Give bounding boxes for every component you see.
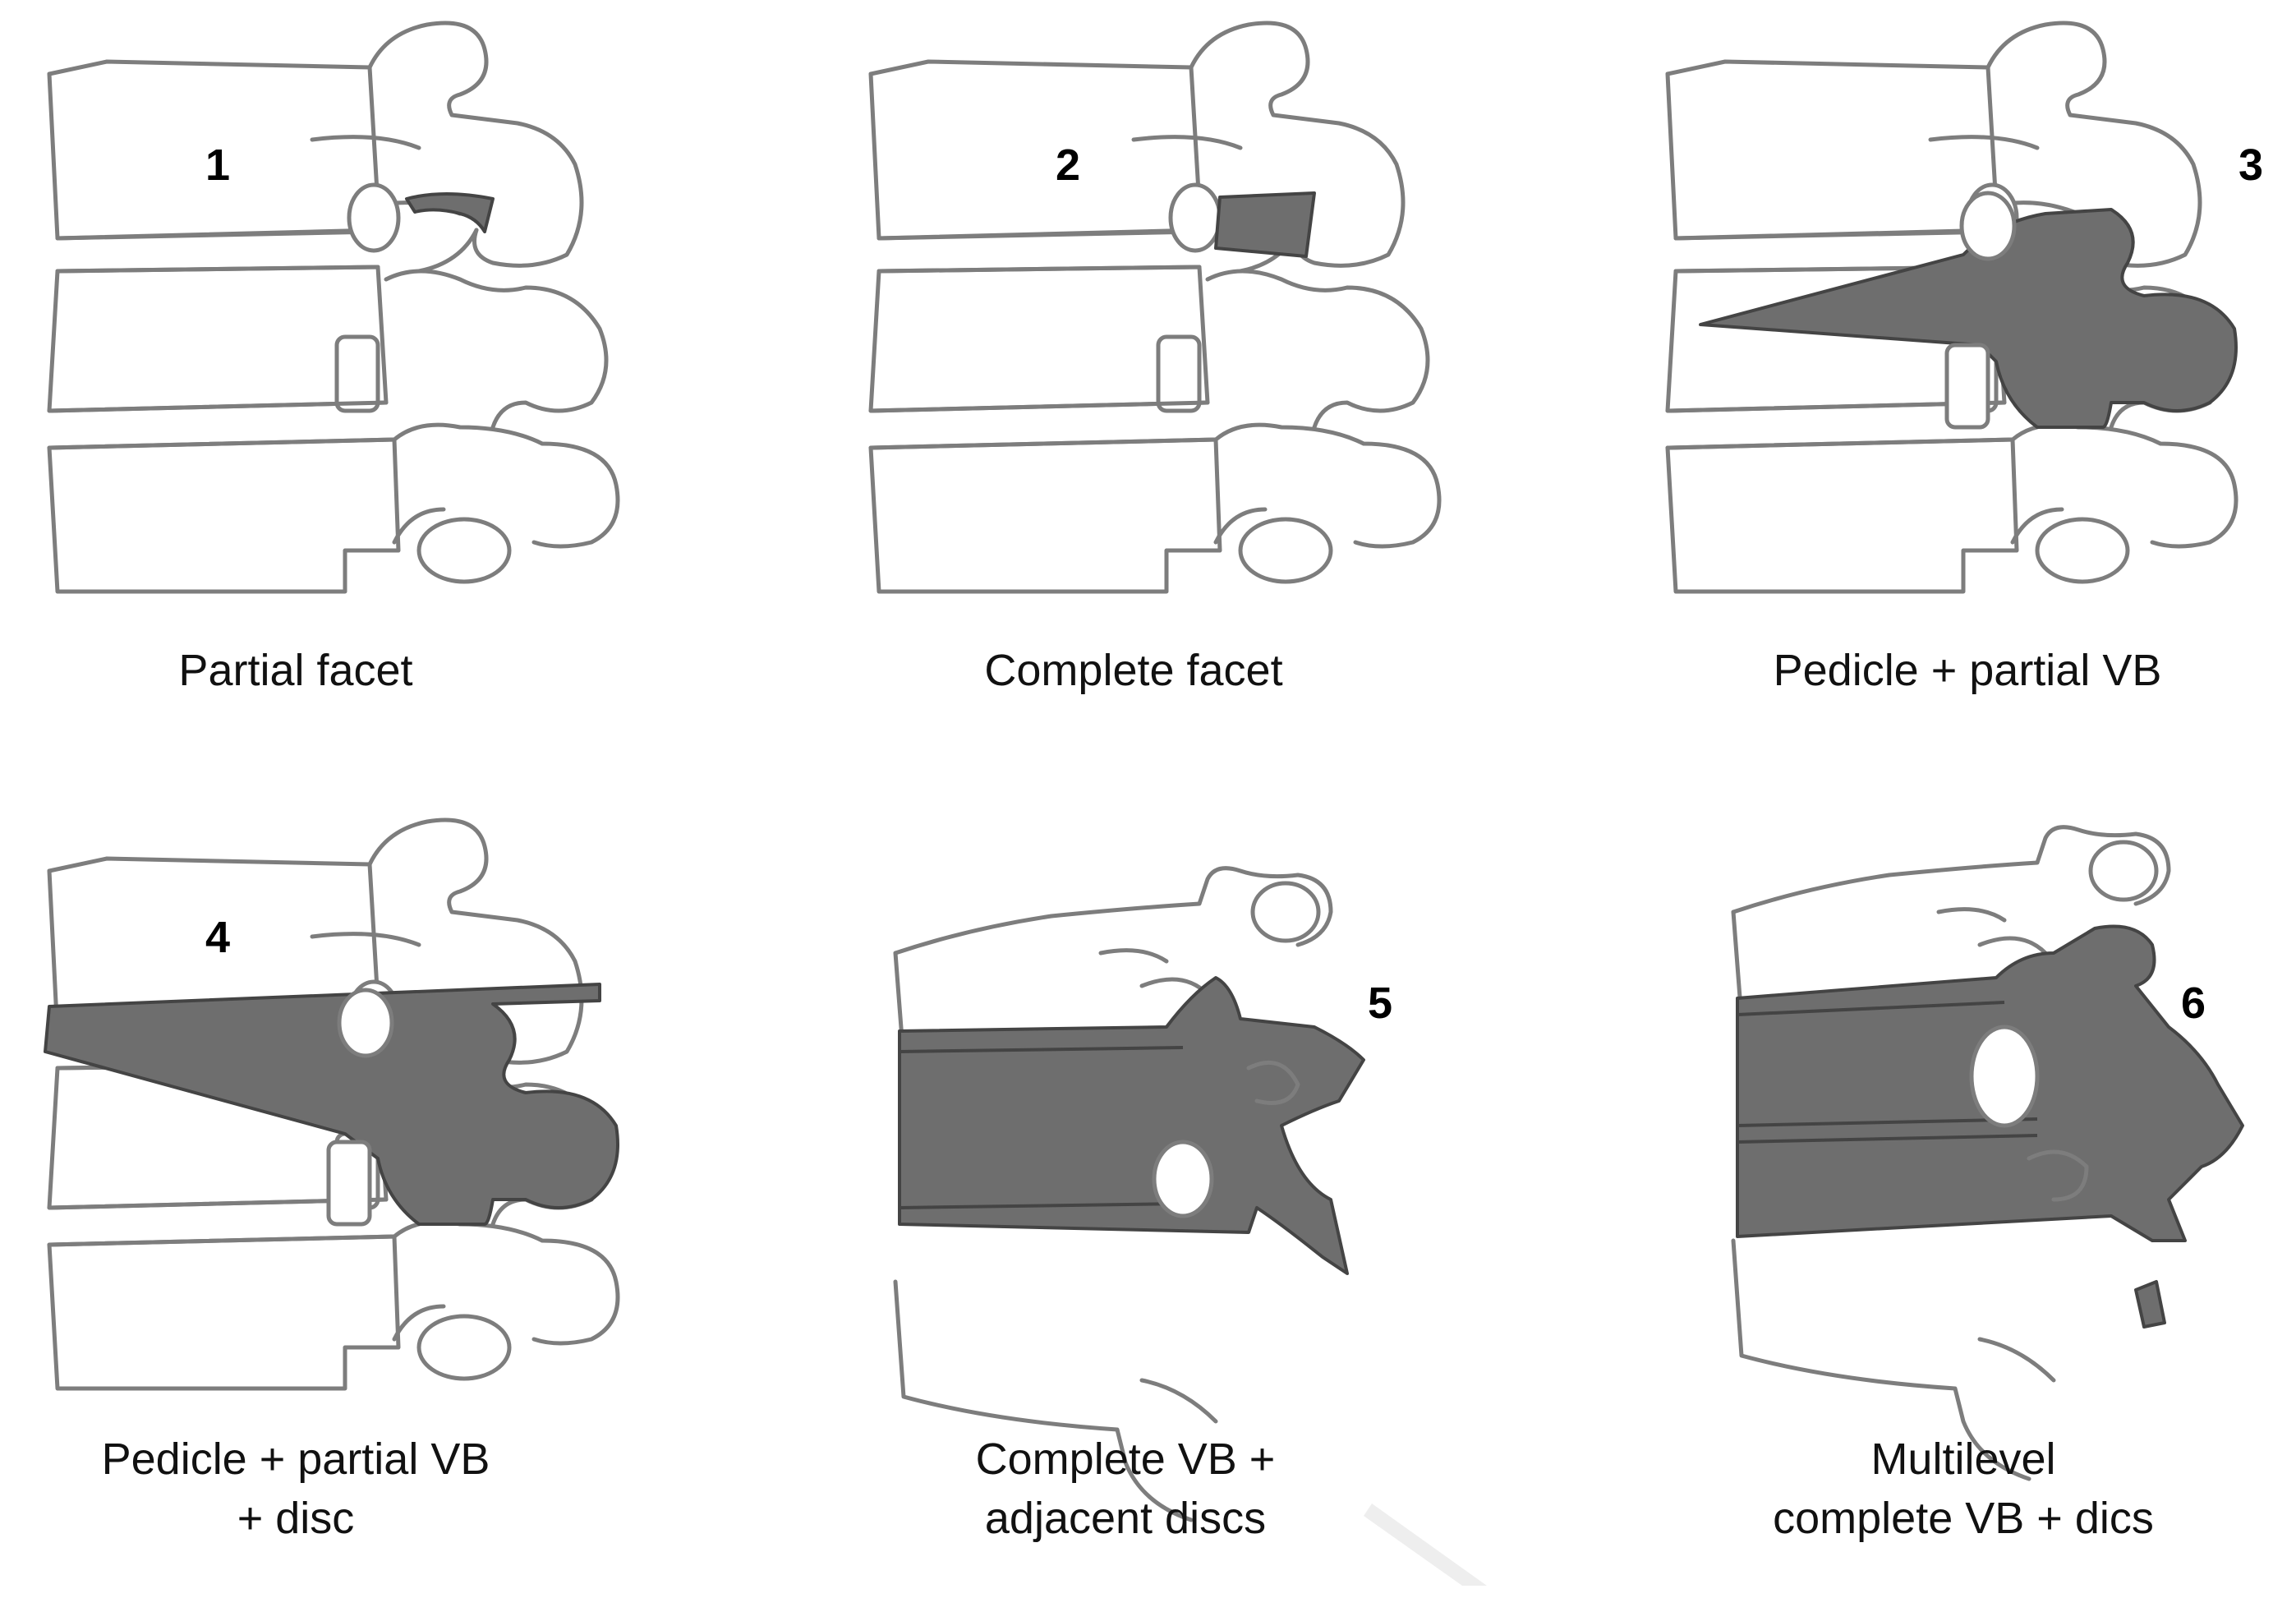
panel-6: 6 [1709,813,2296,1405]
panel-2: 2 [854,16,1479,608]
panel-3-caption: Pedicle + partial VB [1773,646,2162,695]
panel-4-caption: Pedicle + partial VB + disc [101,1435,490,1543]
panel-4-drawing [44,813,657,1405]
panel-5-drawing [871,854,1365,1430]
panel-5-number: 5 [1368,979,1393,1028]
panel-2-number: 2 [1056,140,1081,190]
panel-3-drawing [1651,16,2275,608]
watermark-mark [1364,1504,1487,1586]
panel-5: 5 [871,854,1495,1430]
panel-5-caption: Complete VB + adjacent discs [975,1435,1276,1543]
panel-1-caption: Partial facet [178,646,413,695]
panel-1: 1 [33,16,657,608]
vb-disc-shade [898,976,1365,1275]
panel-6-caption: Multilevel complete VB + dics [1773,1435,2154,1543]
panel-4-number: 4 [205,913,231,962]
panel-2-drawing [854,16,1479,608]
panel-1-number: 1 [205,140,231,190]
pedicle-vb-disc-shade [44,983,619,1226]
panel-3-number: 3 [2238,140,2264,190]
panel-3: 3 [1651,16,2275,608]
pedicle-vb-shade [1699,208,2238,429]
panel-6-number: 6 [2181,979,2206,1028]
panel-1-drawing [33,16,657,608]
panel-2-caption: Complete facet [984,646,1283,695]
panel-6-drawing [1709,813,2244,1405]
complete-facet-shade [1214,191,1316,258]
panel-4: 4 [33,813,657,1405]
partial-facet-shade [405,192,495,233]
